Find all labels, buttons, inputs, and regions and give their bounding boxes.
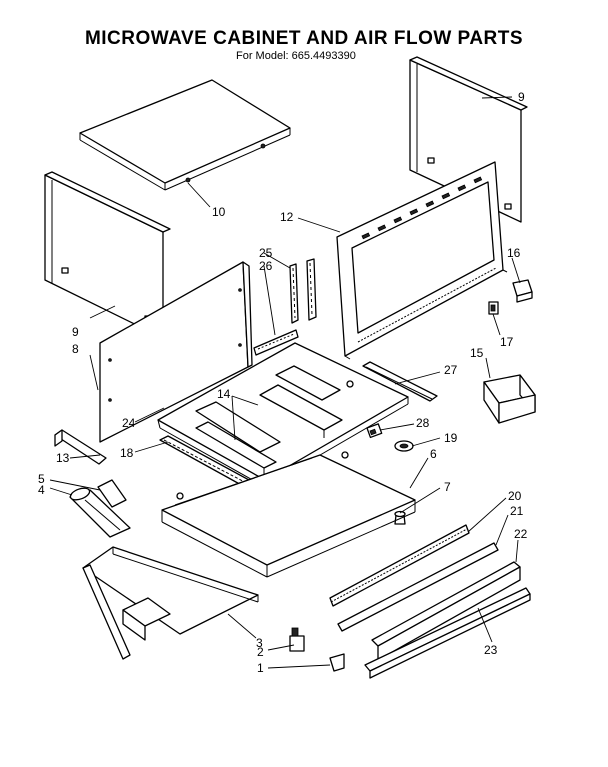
part-14-guide-rails: [195, 365, 343, 475]
callout-16: 16: [507, 246, 521, 260]
part-16-clip: [512, 279, 533, 303]
front-frame-vent-slots: [361, 176, 483, 240]
callout-19: 19: [444, 431, 458, 445]
part-3-base-pan: [82, 546, 259, 660]
part-15-air-duct: [483, 374, 536, 424]
callout-8: 8: [72, 342, 79, 356]
callout-17: 17: [500, 335, 514, 349]
part-26-vertical-bracket: [253, 258, 317, 356]
callout-28: 28: [416, 416, 430, 430]
callout-4: 4: [38, 483, 45, 497]
part-22-channel: [371, 561, 521, 661]
callout-10: 10: [212, 205, 226, 219]
callout-15: 15: [470, 346, 484, 360]
part-1-clip: [329, 653, 345, 672]
callout-18: 18: [120, 446, 134, 460]
callout-24: 24: [122, 416, 136, 430]
callout-25: 25: [259, 246, 273, 260]
callout-12: 12: [280, 210, 294, 224]
diagram-title: MICROWAVE CABINET AND AIR FLOW PARTS: [84, 28, 524, 49]
part-20-mesh-strip: [329, 524, 470, 607]
callout-2: 2: [257, 645, 264, 659]
callout-23: 23: [484, 643, 498, 657]
callout-9-right: 9: [518, 90, 525, 104]
callout-labels: 9 10 12 25 26 16 17 15 27 14 28 19 6 7 2…: [38, 90, 528, 675]
part-2-latch: [289, 627, 305, 652]
callout-13: 13: [56, 451, 70, 465]
callout-22: 22: [514, 527, 528, 541]
part-21-filter-strip: [337, 542, 499, 632]
part-28-latch: [366, 423, 383, 439]
part-10-top-cover: [79, 79, 291, 191]
part-19-grommet: [394, 440, 414, 452]
callout-20: 20: [508, 489, 522, 503]
callout-leader-lines: [49, 96, 521, 669]
part-12-front-frame: [336, 161, 508, 360]
callout-3: 3: [256, 636, 263, 650]
callout-14: 14: [217, 387, 231, 401]
part-9-left-side-panel: [44, 171, 171, 339]
callout-7: 7: [444, 480, 451, 494]
part-5-bracket: [97, 479, 127, 508]
part-7-screw: [394, 510, 406, 525]
part-4-air-guide: [69, 487, 131, 538]
callout-27: 27: [444, 363, 458, 377]
callout-5: 5: [38, 472, 45, 486]
part-8-rear-panel: [99, 261, 253, 443]
callout-9-left: 9: [72, 325, 79, 339]
part-25-vertical-bracket: [289, 263, 299, 324]
part-6-bottom-tray: [161, 451, 416, 578]
part-23-trim-strip: [364, 587, 531, 679]
model-subtitle: For Model: 665.4493390: [236, 50, 356, 62]
callout-21: 21: [510, 504, 524, 518]
part-24-base-plate: [157, 342, 409, 488]
callout-6: 6: [430, 447, 437, 461]
callout-1: 1: [257, 661, 264, 675]
callout-26: 26: [259, 259, 273, 273]
part-17-clip: [488, 301, 499, 315]
